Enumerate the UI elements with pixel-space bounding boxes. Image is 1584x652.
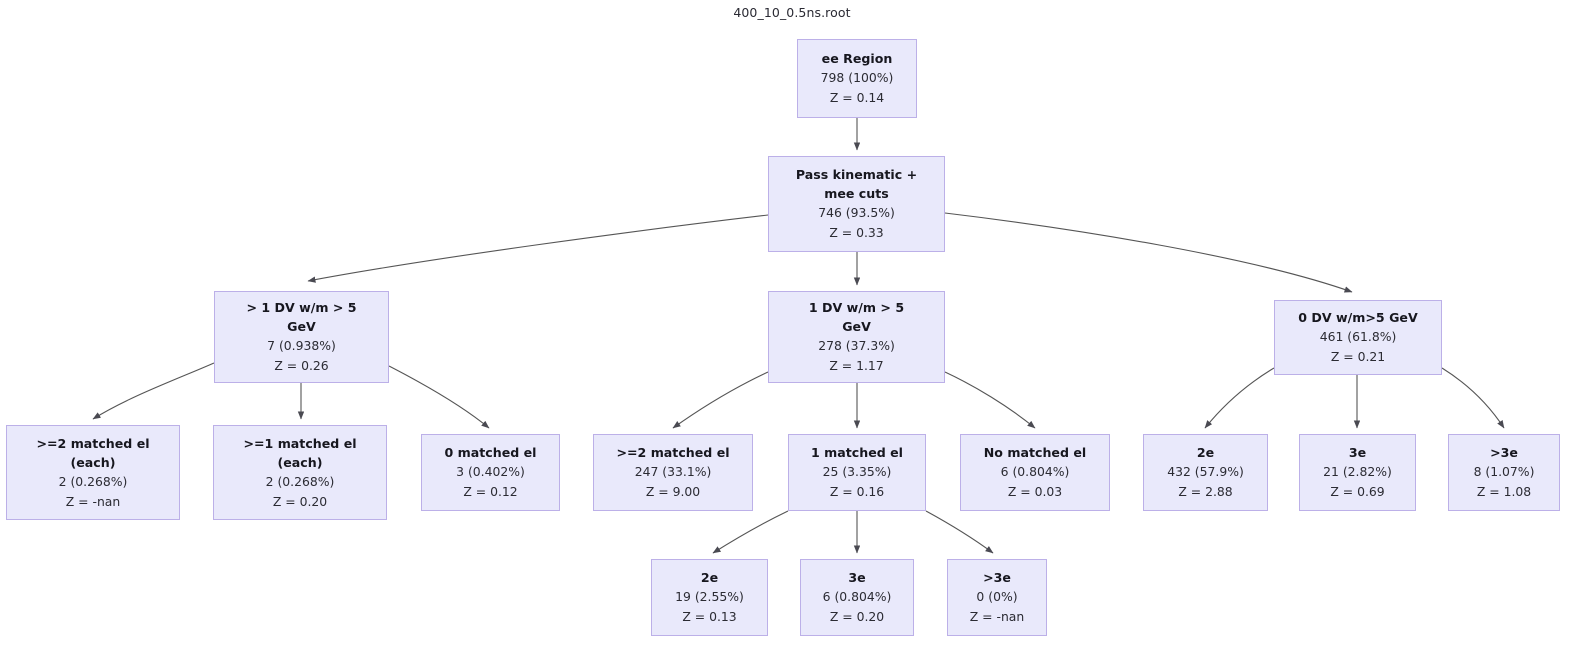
node-label: 3e [848,570,866,585]
node-significance: Z = 0.20 [829,609,885,624]
node-zero_matched_left[interactable]: 0 matched el 3 (0.402%) Z = 0.12 [421,434,560,511]
node-one_dv[interactable]: 1 DV w/m > 5 GeV 278 (37.3%) Z = 1.17 [768,291,945,383]
node-gt1_dv[interactable]: > 1 DV w/m > 5 GeV 7 (0.938%) Z = 0.26 [214,291,389,383]
node-label: 0 DV w/m>5 GeV [1298,310,1418,325]
node-label: > 1 DV w/m > 5 GeV [246,300,357,334]
edge-one_dv-to-ge2_matched_mid [672,371,769,429]
node-significance: Z = 1.08 [1476,484,1532,499]
node-one_matched_3e[interactable]: 3e 6 (0.804%) Z = 0.20 [800,559,914,636]
node-label: Pass kinematic + mee cuts [795,167,918,201]
node-significance: Z = 0.20 [272,493,328,509]
node-label: 1 DV w/m > 5 GeV [808,300,905,334]
node-significance: Z = 9.00 [645,484,701,499]
node-count: 7 (0.938%) [267,338,336,353]
node-significance: Z = 0.14 [829,90,885,105]
node-significance: Z = 0.16 [829,484,885,499]
node-pass_kinematic[interactable]: Pass kinematic + mee cuts 746 (93.5%) Z = … [768,156,945,252]
edge-pass_kinematic-to-zero_dv [944,212,1353,293]
node-significance: Z = 1.17 [829,358,884,373]
edge-pass_kinematic-to-gt1_dv [307,214,769,283]
node-label: 0 matched el [444,445,537,460]
node-count: 2 (0.268%) [58,473,128,489]
node-one_matched_gt3e[interactable]: >3e 0 (0%) Z = -nan [947,559,1047,636]
node-label: >=2 matched el [616,445,730,460]
edge-zero_dv-to-zero_dv_gt3e [1441,367,1505,429]
node-one_matched[interactable]: 1 matched el 25 (3.35%) Z = 0.16 [788,434,926,511]
node-significance: Z = 0.21 [1330,349,1386,364]
node-label: 2e [1196,445,1215,460]
node-label: ee Region [821,51,893,66]
edge-one_matched-to-one_matched_2e [712,510,789,554]
node-count: 2 (0.268%) [265,473,335,489]
node-label: >3e [983,570,1011,585]
node-count: 6 (0.804%) [822,589,892,604]
node-ge1_matched_each[interactable]: >=1 matched el (each) 2 (0.268%) Z = 0.20 [213,425,387,520]
node-ge2_matched_each[interactable]: >=2 matched el (each) 2 (0.268%) Z = -nan [6,425,180,520]
node-zero_dv[interactable]: 0 DV w/m>5 GeV 461 (61.8%) Z = 0.21 [1274,300,1442,375]
node-zero_dv_gt3e[interactable]: >3e 8 (1.07%) Z = 1.08 [1448,434,1560,511]
node-count: 461 (61.8%) [1319,329,1397,344]
node-label: 3e [1348,445,1367,460]
node-significance: Z = 0.12 [463,484,518,499]
node-significance: Z = 0.03 [1007,484,1063,499]
node-significance: Z = 2.88 [1178,484,1233,499]
node-label: 2e [700,570,719,585]
node-count: 19 (2.55%) [675,589,744,604]
node-no_matched[interactable]: No matched el 6 (0.804%) Z = 0.03 [960,434,1110,511]
node-label: >=1 matched el (each) [243,435,357,470]
edge-gt1_dv-to-ge2_matched_each [92,362,215,420]
node-label: >=2 matched el (each) [36,435,150,470]
node-ge2_matched_mid[interactable]: >=2 matched el 247 (33.1%) Z = 9.00 [593,434,753,511]
node-count: 432 (57.9%) [1167,464,1244,479]
node-zero_dv_2e[interactable]: 2e 432 (57.9%) Z = 2.88 [1143,434,1268,511]
node-count: 21 (2.82%) [1323,464,1392,479]
node-count: 3 (0.402%) [456,464,525,479]
node-label: No matched el [983,445,1087,460]
node-ee_region[interactable]: ee Region 798 (100%) Z = 0.14 [797,39,917,118]
node-count: 25 (3.35%) [822,464,892,479]
edge-one_matched-to-one_matched_gt3e [925,510,994,554]
node-count: 746 (93.5%) [818,205,895,220]
node-zero_dv_3e[interactable]: 3e 21 (2.82%) Z = 0.69 [1299,434,1416,511]
node-significance: Z = 0.69 [1330,484,1385,499]
edge-gt1_dv-to-zero_matched_left [388,365,490,429]
node-significance: Z = 0.33 [829,225,884,240]
node-count: 278 (37.3%) [818,338,895,353]
node-count: 6 (0.804%) [1000,464,1070,479]
node-label: >3e [1490,445,1518,460]
node-count: 798 (100%) [820,70,894,85]
node-count: 8 (1.07%) [1473,464,1535,479]
node-significance: Z = 0.26 [274,358,329,373]
node-one_matched_2e[interactable]: 2e 19 (2.55%) Z = 0.13 [651,559,768,636]
node-label: 1 matched el [810,445,904,460]
graph-title: 400_10_0.5ns.root [733,5,851,20]
edge-one_dv-to-no_matched [944,371,1036,429]
node-significance: Z = -nan [969,609,1025,624]
node-count: 0 (0%) [976,589,1018,604]
edge-zero_dv-to-zero_dv_2e [1204,367,1275,429]
node-significance: Z = 0.13 [682,609,737,624]
node-significance: Z = -nan [65,493,121,509]
node-count: 247 (33.1%) [634,464,712,479]
